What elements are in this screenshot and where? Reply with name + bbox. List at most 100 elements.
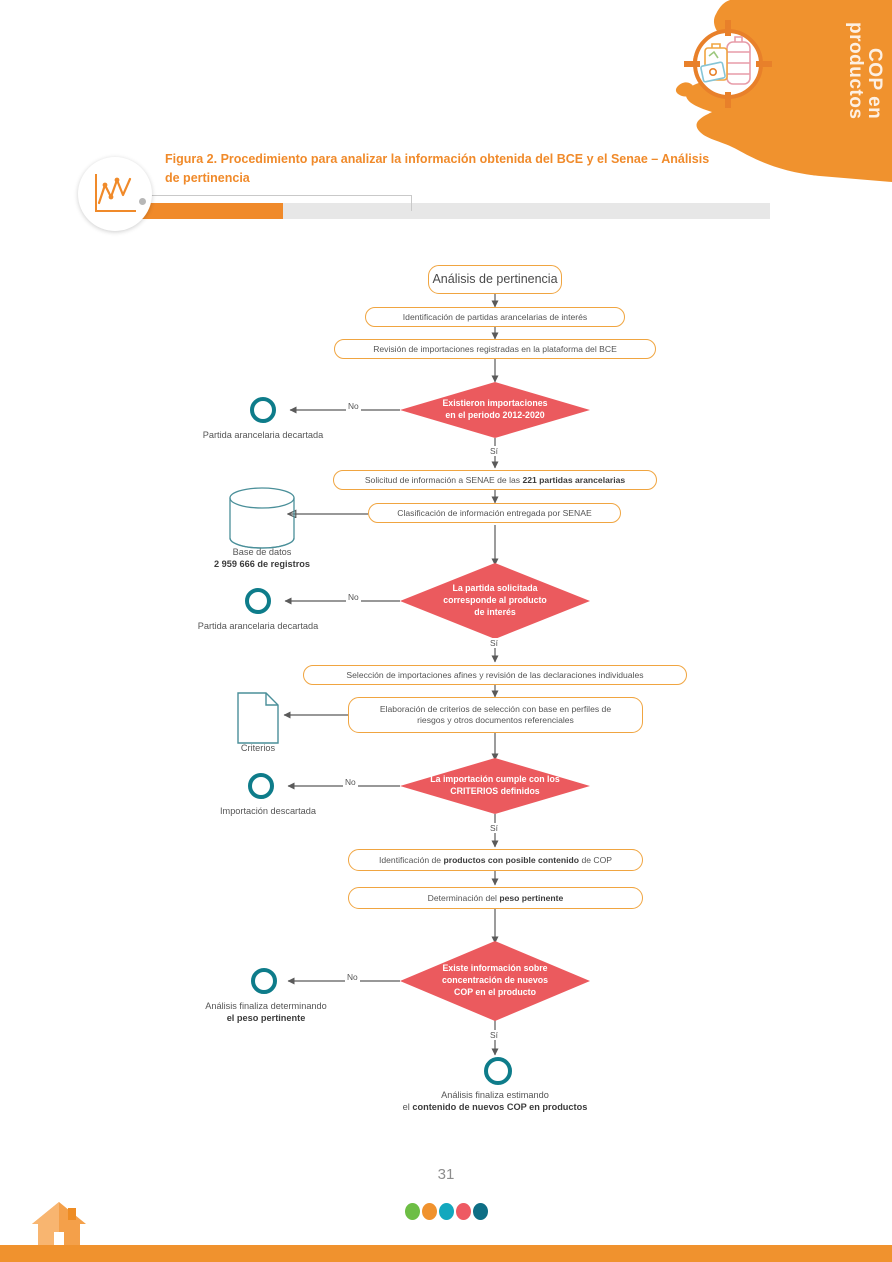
decision-4-text: Existe información sobre concentración d… <box>425 963 565 999</box>
terminal-caption-4-line2: el peso pertinente <box>226 1012 306 1023</box>
flow-step-1: Identificación de partidas arancelarias … <box>365 307 625 327</box>
flow-step-7-text: Identificación de productos con posible … <box>379 855 612 866</box>
terminal-caption-5: Análisis finaliza estimando el contenido… <box>340 1090 650 1114</box>
figure-title: Figura 2. Procedimiento para analizar la… <box>165 152 710 186</box>
terminal-caption-5-bold: contenido de nuevos COP en productos <box>412 1101 588 1112</box>
line-chart-icon <box>95 174 136 212</box>
decision-1-line1: Existieron importaciones <box>442 398 548 409</box>
database-caption-line2: 2 959 666 de registros <box>213 558 311 569</box>
terminal-ring-3 <box>248 773 274 799</box>
flow-step-6: Elaboración de criterios de selección co… <box>348 697 643 733</box>
database-caption-line1: Base de datos <box>232 547 292 557</box>
database-icon <box>229 487 295 549</box>
flow-step-5-label: Selección de importaciones afines y revi… <box>346 669 644 680</box>
edge-label-no-3: No <box>343 777 358 787</box>
banner-label-line2: productos <box>845 22 866 120</box>
document-caption: Criterios <box>205 743 311 755</box>
footer-dot-3 <box>438 1203 454 1220</box>
flow-start-node: Análisis de pertinencia <box>428 265 562 294</box>
footer-dot-5 <box>472 1203 488 1220</box>
decision-4-line3: COP en el producto <box>454 986 536 997</box>
terminal-caption-3-label: Importación descartada <box>219 806 316 816</box>
terminal-caption-4-line1: Análisis finaliza determinando <box>205 1001 327 1011</box>
flow-step-3-text: Solicitud de información a SENAE de las … <box>365 475 625 486</box>
footer-dot-4 <box>455 1203 471 1220</box>
footer-bar <box>0 1245 892 1262</box>
terminal-caption-5-line1: Análisis finaliza estimando <box>441 1090 549 1100</box>
decision-3-line2: CRITERIOS definidos <box>450 786 540 796</box>
decision-4-line1: Existe información sobre <box>442 963 548 974</box>
flow-step-8-text: Determinación del peso pertinente <box>428 893 564 904</box>
flow-connectors <box>229 294 590 1056</box>
banner-label-line1: COP en <box>864 48 885 120</box>
flow-step-6-text: Elaboración de criterios de selección co… <box>380 704 611 725</box>
flow-step-3-prefix: Solicitud de información a SENAE de las <box>364 474 523 485</box>
footer-dot-2 <box>421 1203 437 1220</box>
header-bar-dot <box>139 198 146 205</box>
decision-2: La partida solicitada corresponde al pro… <box>400 563 590 639</box>
edge-label-no-4: No <box>345 972 360 982</box>
edge-label-si-3: Sí <box>488 823 500 833</box>
decision-2-line2: corresponde al producto <box>443 595 547 606</box>
flow-start-label: Análisis de pertinencia <box>432 271 558 286</box>
flow-step-7-prefix: Identificación de <box>378 854 444 865</box>
flowchart: Análisis de pertinencia Identificación d… <box>0 245 892 1135</box>
decision-3-line1: La importación cumple con los <box>430 774 560 785</box>
footer-dot-1 <box>404 1203 420 1220</box>
terminal-caption-5-prefix: el <box>402 1101 413 1112</box>
flow-step-4: Clasificación de información entregada p… <box>368 503 621 523</box>
flow-step-7-bold: productos con posible contenido <box>443 854 582 865</box>
edge-label-no-2: No <box>346 592 361 602</box>
flow-step-7: Identificación de productos con posible … <box>348 849 643 871</box>
terminal-caption-3: Importación descartada <box>195 806 341 818</box>
terminal-ring-4 <box>251 968 277 994</box>
terminal-caption-4: Análisis finaliza determinando el peso p… <box>180 1001 352 1025</box>
decision-4: Existe información sobre concentración d… <box>400 941 590 1021</box>
edge-label-si-2: Sí <box>488 638 500 648</box>
decision-2-text: La partida solicitada corresponde al pro… <box>425 583 565 619</box>
edge-label-si-1: Sí <box>488 446 500 456</box>
flow-step-7-suffix: de COP <box>581 854 613 865</box>
flow-step-2-label: Revisión de importaciones registradas en… <box>373 343 617 354</box>
decision-3: La importación cumple con los CRITERIOS … <box>400 758 590 814</box>
decision-3-text: La importación cumple con los CRITERIOS … <box>419 774 571 798</box>
decision-shapes <box>400 382 590 1021</box>
flow-step-3: Solicitud de información a SENAE de las … <box>333 470 657 490</box>
footer-dots <box>0 1203 892 1220</box>
terminal-ring-2 <box>245 588 271 614</box>
flow-step-2: Revisión de importaciones registradas en… <box>334 339 656 359</box>
document-caption-label: Criterios <box>240 743 276 753</box>
flow-step-3-bold: 221 partidas arancelarias <box>522 474 626 485</box>
edge-label-no-1: No <box>346 401 361 411</box>
decision-1-line2: en el periodo 2012-2020 <box>445 410 545 420</box>
decision-1: Existieron importaciones en el periodo 2… <box>400 382 590 438</box>
target-products-icon <box>682 18 774 110</box>
banner-label: COP en productos <box>845 22 885 120</box>
flow-step-8-prefix: Determinación del <box>427 892 500 903</box>
figure-badge <box>78 157 152 231</box>
terminal-ring-1 <box>250 397 276 423</box>
edge-label-si-4: Sí <box>488 1030 500 1040</box>
flow-step-8-bold: peso pertinente <box>499 892 564 903</box>
flow-step-4-label: Clasificación de información entregada p… <box>397 507 592 518</box>
terminal-caption-1-label: Partida arancelaria decartada <box>202 430 324 440</box>
flow-step-1-label: Identificación de partidas arancelarias … <box>402 311 588 322</box>
terminal-caption-2-label: Partida arancelaria decartada <box>197 621 319 631</box>
decision-4-line2: concentración de nuevos <box>441 975 549 986</box>
database-caption: Base de datos 2 959 666 de registros <box>178 547 346 571</box>
decision-1-text: Existieron importaciones en el periodo 2… <box>425 398 565 422</box>
header-bar-accent <box>120 203 283 219</box>
terminal-caption-2: Partida arancelaria decartada <box>175 621 341 633</box>
home-icon[interactable] <box>28 1198 90 1248</box>
flow-step-8: Determinación del peso pertinente <box>348 887 643 909</box>
page-number: 31 <box>437 1166 455 1183</box>
document-icon <box>237 692 279 744</box>
decision-2-line1: La partida solicitada <box>452 583 538 594</box>
terminal-ring-5 <box>484 1057 512 1085</box>
flow-step-6-line1: Elaboración de criterios de selección co… <box>379 704 612 715</box>
flow-step-5: Selección de importaciones afines y revi… <box>303 665 687 685</box>
banner-brush: COP en productos <box>660 0 892 182</box>
decision-2-line3: de interés <box>474 606 516 617</box>
terminal-caption-1: Partida arancelaria decartada <box>180 430 346 442</box>
flow-step-6-line2: riesgos y otros documentos referenciales <box>417 715 574 725</box>
